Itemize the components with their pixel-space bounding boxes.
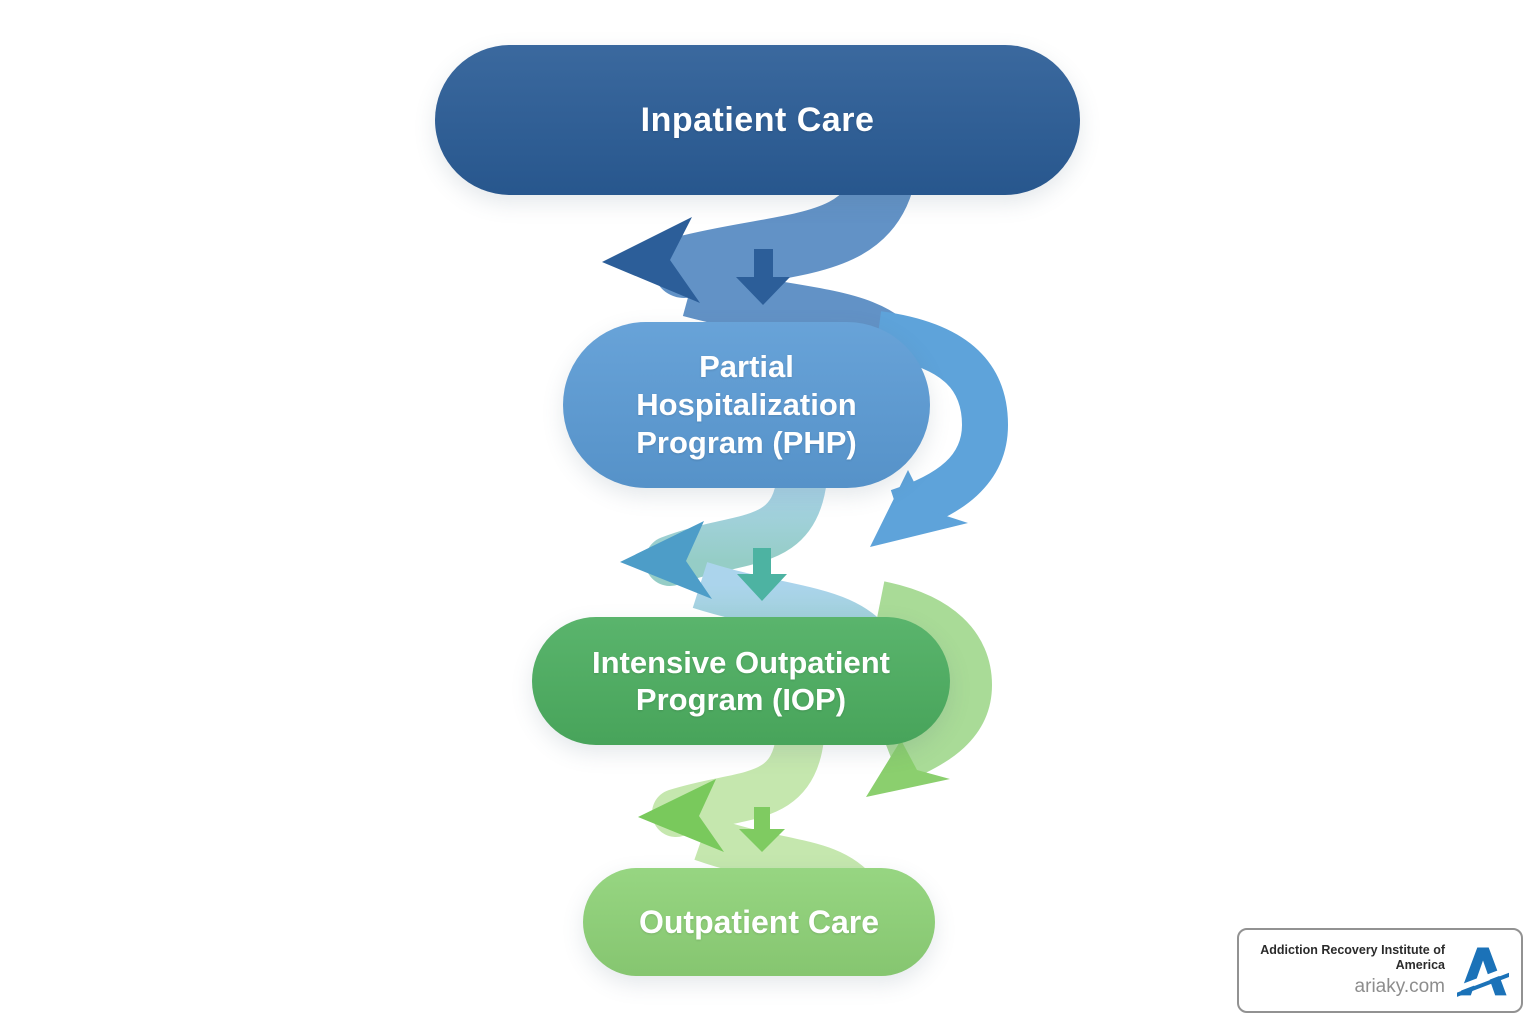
aria-a-logo-icon bbox=[1457, 946, 1509, 997]
stage-label-line: Partial bbox=[699, 349, 794, 384]
winding-ribbon-arrow-icon bbox=[645, 453, 827, 586]
brand-org-name: Addiction Recovery Institute of America bbox=[1260, 943, 1445, 973]
down-arrow-icon bbox=[739, 807, 785, 852]
stage-label-line: Program (PHP) bbox=[636, 425, 857, 460]
stage-label: Inpatient Care bbox=[640, 100, 875, 139]
loop-arrow-icon bbox=[874, 311, 1009, 534]
loop-arrowhead-icon bbox=[870, 470, 968, 547]
stage-box-php: Partial Hospitalization Program (PHP) bbox=[563, 322, 930, 488]
left-arrowhead-icon bbox=[602, 217, 700, 303]
down-arrow-icon bbox=[737, 548, 787, 601]
stage-label: Outpatient Care bbox=[638, 903, 880, 940]
down-arrow-icon bbox=[736, 249, 790, 305]
loop-arrow-icon bbox=[875, 581, 993, 784]
stage-box-iop: Intensive Outpatient Program (IOP) bbox=[532, 617, 950, 745]
brand-website: ariaky.com bbox=[1354, 975, 1445, 997]
stage-box-outpatient-care: Outpatient Care bbox=[583, 868, 935, 976]
brand-org-line2: America bbox=[1395, 958, 1445, 972]
left-arrowhead-icon bbox=[638, 779, 724, 852]
down-arrow-1 bbox=[736, 249, 790, 305]
left-arrowhead-icon bbox=[620, 521, 712, 599]
stage-label-line: Intensive Outpatient bbox=[592, 645, 890, 680]
brand-card: Addiction Recovery Institute of America … bbox=[1237, 928, 1523, 1013]
loop-arrow-iop bbox=[866, 581, 993, 797]
stage-label-line: Program (IOP) bbox=[635, 682, 847, 717]
stage-box-inpatient-care: Inpatient Care bbox=[435, 45, 1080, 195]
down-arrow-2 bbox=[737, 548, 787, 601]
winding-ribbon-arrow-icon bbox=[653, 137, 917, 298]
stage-label-line: Hospitalization bbox=[636, 387, 857, 422]
loop-arrow-php bbox=[870, 311, 1009, 547]
loop-arrowhead-icon bbox=[866, 740, 950, 797]
down-arrow-3 bbox=[739, 807, 785, 852]
brand-org-line1: Addiction Recovery Institute of bbox=[1260, 943, 1445, 958]
